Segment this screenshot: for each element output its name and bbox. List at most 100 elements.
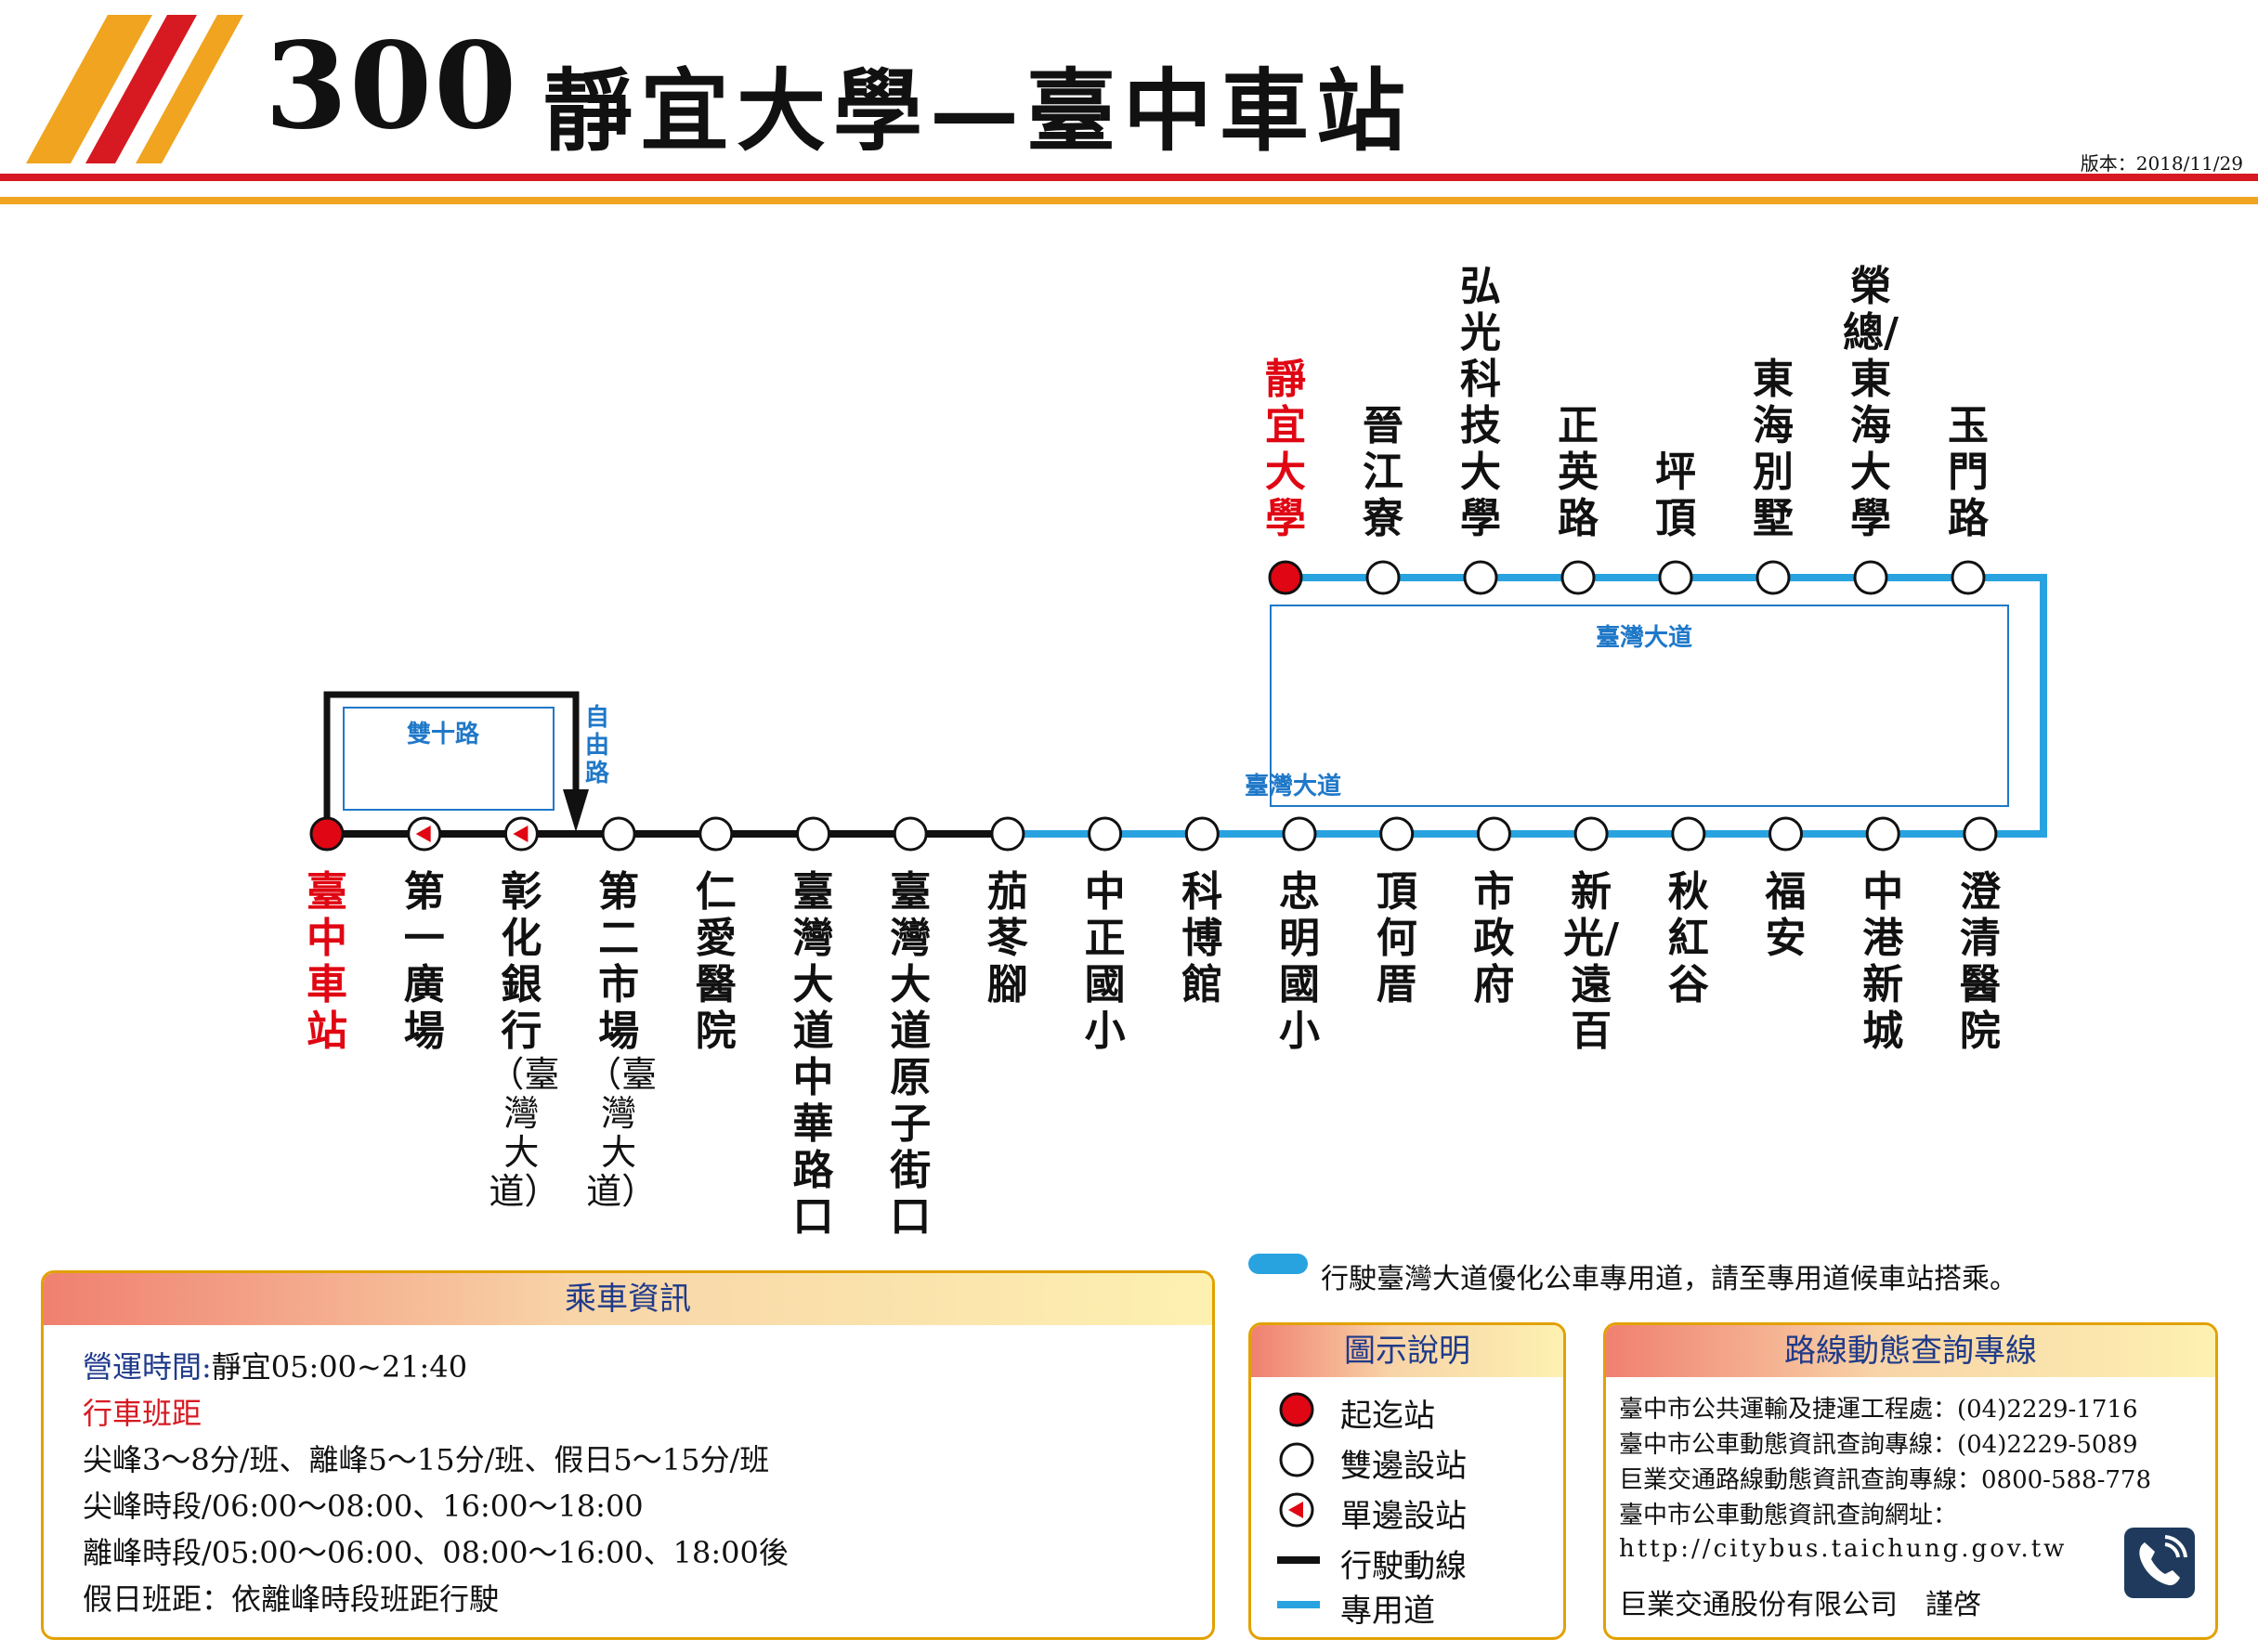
station-name: 臺中車站	[307, 868, 347, 1055]
two-side-stop-icon[interactable]	[1184, 816, 1220, 852]
station-name: 秋紅谷	[1667, 868, 1709, 1008]
peak-hours-line: 尖峰時段/06:00～08:00、16:00～18:00	[83, 1489, 644, 1524]
route-logo-stripes	[26, 15, 243, 163]
two-side-stop-icon	[1279, 1442, 1314, 1477]
station-name: 仁愛醫院	[695, 868, 737, 1055]
station-name: 中正國小	[1084, 868, 1126, 1055]
station-label: 中正國小	[1073, 869, 1138, 1055]
two-side-stop-icon[interactable]	[698, 816, 734, 852]
terminal-stop-icon[interactable]	[1268, 560, 1303, 595]
station-label: 東海別墅	[1753, 356, 1794, 542]
headway-line: 尖峰3～8分/班、離峰5～15分/班、假日5～15分/班	[83, 1442, 770, 1477]
two-side-stop-icon[interactable]	[1573, 816, 1609, 852]
two-side-stop-icon[interactable]	[1769, 816, 1803, 852]
operating-hours-label: 營運時間:	[83, 1349, 212, 1385]
contact-url[interactable]: http://citybus.taichung.gov.tw	[1619, 1535, 2068, 1563]
station-name: 頂何厝	[1376, 868, 1417, 1008]
two-side-stop-icon[interactable]	[601, 816, 636, 852]
station-name: 臺灣大道原子街口	[890, 868, 932, 1241]
header-orange-line	[0, 197, 2258, 204]
station-label: 玉門路	[1948, 402, 1989, 542]
two-side-stop-icon[interactable]	[1463, 560, 1498, 595]
legend-item-bus-lane: 專用道	[1275, 1583, 1435, 1630]
contact-line: 臺中市公共運輸及捷運工程處：(04)2229-1716	[1619, 1396, 2138, 1424]
offpeak-hours-line: 離峰時段/05:00～06:00、08:00～16:00、18:00後	[83, 1535, 789, 1570]
bus-lane-note-icon	[1248, 1254, 1308, 1274]
operating-hours-value: 靜宜05:00~21:40	[211, 1349, 468, 1385]
bus-lane-icon	[1277, 1601, 1320, 1608]
station-label: 臺灣大道中華路口	[781, 869, 846, 1241]
station-label: 秋紅谷	[1656, 869, 1721, 1008]
station-label: 茄苳腳	[975, 869, 1040, 1008]
station-label: 中港新城	[1850, 869, 1915, 1055]
two-side-stop-icon[interactable]	[1365, 560, 1401, 595]
route-line-icon	[1277, 1556, 1320, 1564]
station-name: 市政府	[1473, 868, 1515, 1008]
contact-line: 臺中市公車動態資訊查詢專線：(04)2229-5089	[1619, 1431, 2138, 1459]
one-side-stop-icon	[1279, 1492, 1314, 1528]
station-name: 福安	[1765, 868, 1807, 962]
two-side-stop-icon[interactable]	[1951, 560, 1986, 595]
contact-line: 巨業交通路線動態資訊查詢專線：0800-588-778	[1619, 1466, 2151, 1494]
two-side-stop-icon[interactable]	[1088, 816, 1123, 852]
two-side-stop-icon[interactable]	[1282, 816, 1317, 852]
station-label: 忠明國小	[1267, 869, 1332, 1055]
route-name: 靜宜大學—臺中車站	[543, 59, 1413, 163]
station-name: 第二市場	[598, 868, 640, 1055]
company-name: 巨業交通股份有限公司 謹啓	[1619, 1589, 1981, 1621]
station-note: （臺灣大道）	[489, 1054, 560, 1212]
bus-lane-line	[1012, 574, 2047, 838]
station-label: 科博館	[1169, 869, 1234, 1008]
headway-label: 行車班距	[83, 1396, 202, 1431]
station-label: 第一廣場	[392, 869, 457, 1055]
two-side-stop-icon[interactable]	[1865, 816, 1900, 852]
legend-label: 雙邊設站	[1340, 1448, 1467, 1485]
one-side-arrow-icon	[415, 826, 431, 842]
two-side-stop-icon[interactable]	[893, 816, 928, 852]
station-name: 彰化銀行	[501, 868, 542, 1055]
road-label-taiwan-top: 臺灣大道	[1596, 624, 1693, 652]
station-label: 靜宜大學	[1265, 356, 1306, 542]
station-name: 科博館	[1181, 868, 1223, 1008]
station-note: （臺灣大道）	[586, 1054, 658, 1212]
road-outline-shuangshi	[343, 707, 555, 811]
two-side-stop-icon[interactable]	[1476, 816, 1511, 852]
legend-item-two-side: 雙邊設站	[1275, 1438, 1467, 1485]
station-label: 弘光科技大學	[1460, 263, 1501, 542]
version-label: 版本：2018/11/29	[2080, 152, 2243, 175]
two-side-stop-icon[interactable]	[1379, 816, 1415, 852]
station-label: 臺灣大道原子街口	[878, 869, 943, 1241]
contact-panel: 路線動態查詢專線 臺中市公共運輸及捷運工程處：(04)2229-1716 臺中市…	[1603, 1322, 2218, 1640]
legend-panel-title: 圖示說明	[1251, 1325, 1563, 1377]
station-name: 茄苳腳	[986, 868, 1028, 1008]
bus-lane-note: 行駛臺灣大道優化公車專用道，請至專用道候車站搭乘。	[1321, 1263, 2017, 1295]
info-panel-title: 乘車資訊	[44, 1273, 1212, 1325]
legend-item-route-line: 行駛動線	[1275, 1539, 1467, 1585]
legend-item-one-side: 單邊設站	[1275, 1489, 1467, 1535]
station-label: 榮總/東海大學	[1842, 263, 1899, 542]
two-side-stop-icon[interactable]	[1658, 560, 1693, 595]
station-name: 新光/遠百	[1563, 868, 1620, 1055]
two-side-stop-icon[interactable]	[1560, 560, 1596, 595]
holiday-line: 假日班距：依離峰時段班距行駛	[83, 1581, 500, 1617]
station-label: 晉江寮	[1363, 402, 1403, 542]
station-label: 澄清醫院	[1948, 869, 2013, 1055]
route-loop-line	[323, 691, 580, 834]
two-side-stop-icon[interactable]	[1671, 816, 1706, 852]
station-label: 臺中車站	[294, 869, 359, 1055]
info-panel: 乘車資訊 營運時間:靜宜05:00~21:40 行車班距 尖峰3～8分/班、離峰…	[41, 1270, 1215, 1640]
two-side-stop-icon[interactable]	[1853, 560, 1888, 595]
legend-panel: 圖示說明 起迄站 雙邊設站 單邊設站 行駛動線 專用道	[1248, 1322, 1566, 1640]
two-side-stop-icon[interactable]	[1963, 816, 1998, 852]
legend-label: 起迄站	[1340, 1398, 1435, 1435]
station-name: 澄清醫院	[1959, 868, 2001, 1055]
header-red-line	[0, 174, 2258, 181]
two-side-stop-icon[interactable]	[990, 816, 1025, 852]
contact-line: 臺中市公車動態資訊查詢網址：	[1619, 1502, 1958, 1529]
legend-label: 專用道	[1340, 1593, 1435, 1630]
two-side-stop-icon[interactable]	[796, 816, 830, 852]
station-label: 正英路	[1558, 402, 1599, 542]
two-side-stop-icon[interactable]	[1755, 560, 1791, 595]
terminal-stop-icon[interactable]	[309, 816, 345, 852]
